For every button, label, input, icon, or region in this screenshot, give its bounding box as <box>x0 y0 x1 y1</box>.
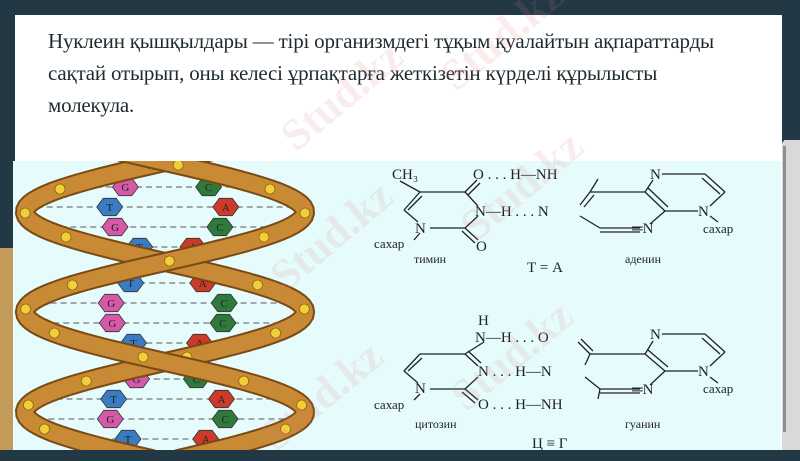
phosphate <box>258 231 270 243</box>
phosphate <box>137 351 149 363</box>
n-label: N <box>415 221 426 237</box>
base-label: C <box>193 374 200 386</box>
n-h-n-label: N—H . . . N <box>475 204 549 220</box>
base-label: C <box>216 222 223 234</box>
base-c <box>211 409 239 429</box>
base-label: A <box>199 278 207 290</box>
sugar-label: сахар <box>703 381 733 396</box>
t-a-pair-label: Т = А <box>527 260 563 276</box>
n-label: N <box>698 204 709 220</box>
phosphate <box>22 399 34 411</box>
slide-paragraph: Нуклеин қышқылдары — тірі организмдегі т… <box>48 29 714 117</box>
base-a <box>208 389 235 409</box>
right-edge-line <box>783 146 786 432</box>
base-t <box>100 389 128 409</box>
top-bonds <box>399 173 726 244</box>
backbone-outline <box>14 161 316 450</box>
guanine-label: гуанин <box>625 417 661 431</box>
o-h-nh-label: O . . . H—NH <box>478 397 563 413</box>
phosphate <box>80 375 92 387</box>
phosphate <box>298 303 310 315</box>
phosphate <box>19 207 31 219</box>
backbone-strand <box>17 161 314 450</box>
adenine-label: аденин <box>625 252 662 266</box>
base-label: A <box>218 394 226 406</box>
base-label: G <box>121 182 129 194</box>
base-a <box>212 197 240 217</box>
n-label: N <box>698 364 709 380</box>
base-c <box>209 313 237 333</box>
phosphate <box>54 183 66 195</box>
phosphate <box>296 399 308 411</box>
cytosine-label: цитозин <box>415 417 457 431</box>
n-label: N <box>650 167 661 183</box>
phosphate <box>264 183 276 195</box>
n-h-n-label: N . . . H—N <box>478 364 552 380</box>
sugar-label: сахар <box>374 397 404 412</box>
h-label: H <box>478 313 489 329</box>
phosphate <box>60 231 72 243</box>
base-label: G <box>107 298 115 310</box>
base-label: C <box>219 318 226 330</box>
base-c <box>210 293 238 313</box>
phosphate <box>20 303 32 315</box>
base-label: T <box>125 434 132 446</box>
eq-n-label: ═N <box>631 221 654 237</box>
base-c <box>206 217 234 237</box>
base-g <box>97 293 125 313</box>
base-pair-chemistry: CH₃ O . . . H—NH N N—H . . . N N N ═N са… <box>374 167 733 450</box>
o-label: O <box>476 239 487 255</box>
base-label: T <box>127 278 134 290</box>
base-label: C <box>220 298 227 310</box>
backbone-strand <box>16 161 313 450</box>
base-label: T <box>110 394 117 406</box>
phosphate <box>49 327 60 339</box>
phosphate <box>299 207 311 219</box>
left-accent-strip <box>0 248 14 450</box>
sugar-label: сахар <box>374 236 404 251</box>
base-g <box>98 313 126 333</box>
thymine-label: тимин <box>414 252 447 266</box>
base-label: C <box>221 414 228 426</box>
phosphate <box>163 255 175 267</box>
phosphate <box>280 423 291 435</box>
phosphate <box>238 375 250 387</box>
right-edge-corner <box>781 122 800 144</box>
base-label: G <box>133 374 141 386</box>
phosphate <box>67 279 78 291</box>
base-label: G <box>108 318 116 330</box>
bottom-bonds <box>403 333 726 404</box>
phosphate <box>270 327 282 339</box>
eq-n-label: ═N <box>631 382 654 398</box>
n-label: N <box>415 381 426 397</box>
base-label: A <box>222 202 230 214</box>
phosphate <box>172 161 184 171</box>
phosphate <box>252 279 264 291</box>
ch3-label: CH₃ <box>392 167 418 183</box>
backbone-outline <box>14 161 316 450</box>
base-g <box>101 217 129 237</box>
n-label: N <box>650 327 661 343</box>
c-g-pair-label: Ц ≡ Г <box>532 436 568 450</box>
sugar-label: сахар <box>703 221 733 236</box>
n-h-o-label: N—H . . . O <box>475 330 549 346</box>
base-label: A <box>202 434 210 446</box>
base-label: G <box>106 414 114 426</box>
o-h-nh-label: O . . . H—NH <box>473 167 558 183</box>
base-label: T <box>106 202 113 214</box>
phosphate <box>39 423 50 435</box>
base-label: C <box>205 182 212 194</box>
base-g <box>96 409 124 429</box>
base-label: T <box>130 338 137 350</box>
base-t <box>96 197 124 217</box>
base-label: G <box>111 222 119 234</box>
